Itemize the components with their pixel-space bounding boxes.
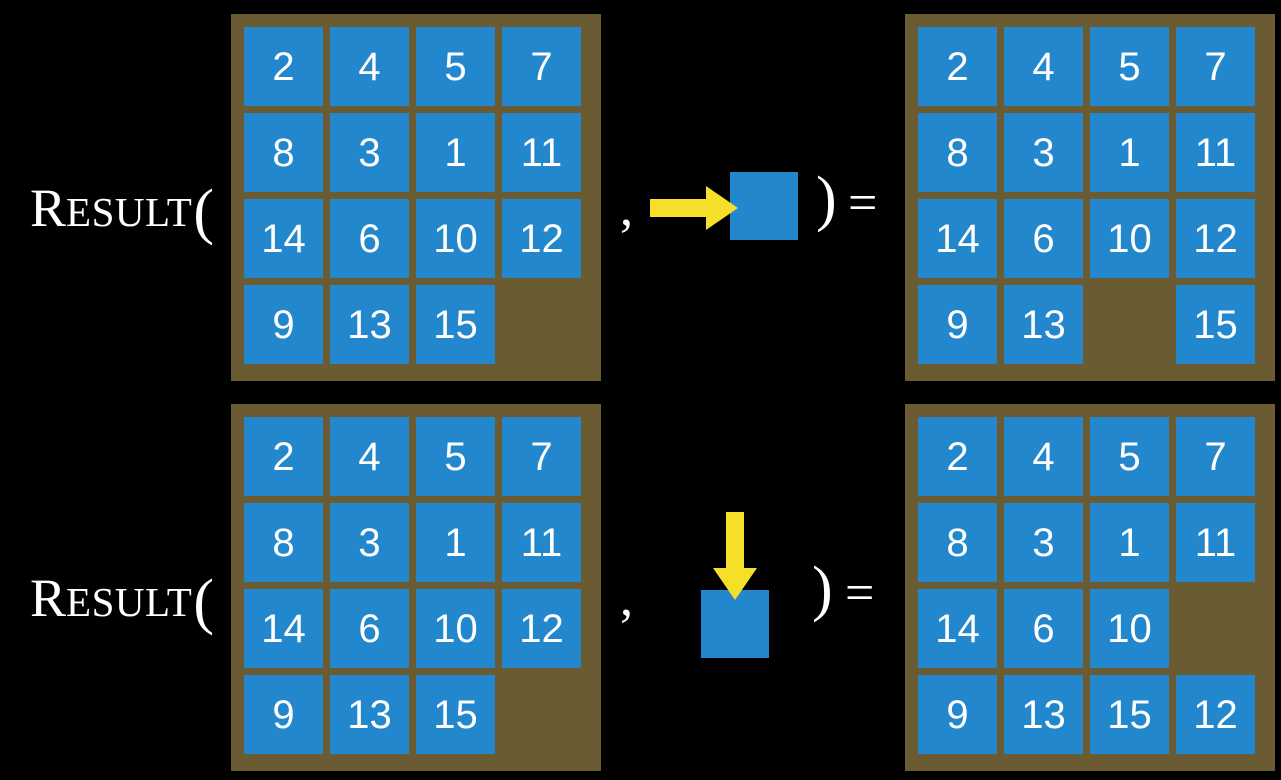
tile[interactable]: 10 <box>416 199 495 278</box>
output-board-top: 2 4 5 7 8 3 1 11 14 6 10 12 9 13 15 <box>905 14 1275 381</box>
arrow-right-icon <box>650 186 738 230</box>
tile[interactable]: 3 <box>330 113 409 192</box>
tile[interactable]: 7 <box>1176 27 1255 106</box>
tile[interactable]: 1 <box>416 503 495 582</box>
tile[interactable]: 11 <box>1176 113 1255 192</box>
tile[interactable]: 13 <box>1004 675 1083 754</box>
tile[interactable]: 11 <box>502 113 581 192</box>
tile[interactable]: 5 <box>416 27 495 106</box>
close-paren-row2: ) <box>812 555 833 623</box>
tile[interactable]: 6 <box>330 589 409 668</box>
result-label-row2-open-paren: ( <box>193 568 214 636</box>
tile[interactable]: 9 <box>244 675 323 754</box>
tile[interactable]: 8 <box>918 113 997 192</box>
tile[interactable]: 2 <box>244 27 323 106</box>
tile[interactable]: 1 <box>1090 113 1169 192</box>
blank-tile-icon <box>730 172 798 240</box>
tile[interactable]: 7 <box>502 417 581 496</box>
close-paren-row1: ) <box>816 165 837 233</box>
comma-separator-row2: , <box>620 570 633 627</box>
move-down-indicator <box>695 512 785 664</box>
tile[interactable]: 1 <box>1090 503 1169 582</box>
tile[interactable]: 1 <box>416 113 495 192</box>
tile-blank[interactable] <box>1176 589 1255 668</box>
tile[interactable]: 8 <box>244 503 323 582</box>
tile[interactable]: 7 <box>1176 417 1255 496</box>
tile[interactable]: 13 <box>330 285 409 364</box>
tile[interactable]: 6 <box>1004 589 1083 668</box>
input-board-bottom: 2 4 5 7 8 3 1 11 14 6 10 12 9 13 15 <box>231 404 601 771</box>
tile[interactable]: 8 <box>244 113 323 192</box>
tile[interactable]: 4 <box>1004 417 1083 496</box>
output-board-bottom-grid: 2 4 5 7 8 3 1 11 14 6 10 9 13 15 12 <box>918 417 1262 754</box>
result-label-row2: RESULT( <box>30 565 214 633</box>
comma-separator-row1: , <box>620 180 633 237</box>
tile[interactable]: 3 <box>330 503 409 582</box>
tile[interactable]: 3 <box>1004 503 1083 582</box>
tile[interactable]: 4 <box>330 27 409 106</box>
tile[interactable]: 14 <box>918 199 997 278</box>
result-label-row1-initial: R <box>30 178 67 238</box>
result-label-row1-rest: ESULT <box>66 189 193 235</box>
tile[interactable]: 15 <box>1090 675 1169 754</box>
tile[interactable]: 2 <box>918 27 997 106</box>
tile-blank[interactable] <box>1090 285 1169 364</box>
result-label-row2-rest: ESULT <box>66 579 193 625</box>
tile[interactable]: 5 <box>416 417 495 496</box>
input-board-top-grid: 2 4 5 7 8 3 1 11 14 6 10 12 9 13 15 <box>244 27 588 364</box>
tile[interactable]: 14 <box>918 589 997 668</box>
tile[interactable]: 9 <box>918 285 997 364</box>
tile-blank[interactable] <box>502 285 581 364</box>
tile[interactable]: 6 <box>330 199 409 278</box>
tile[interactable]: 13 <box>1004 285 1083 364</box>
arrow-down-icon <box>713 512 757 600</box>
tile[interactable]: 9 <box>244 285 323 364</box>
tile[interactable]: 9 <box>918 675 997 754</box>
tile[interactable]: 7 <box>502 27 581 106</box>
tile[interactable]: 12 <box>1176 199 1255 278</box>
tile[interactable]: 13 <box>330 675 409 754</box>
tile[interactable]: 15 <box>416 675 495 754</box>
result-label-row2-initial: R <box>30 568 67 628</box>
tile[interactable]: 3 <box>1004 113 1083 192</box>
tile[interactable]: 4 <box>1004 27 1083 106</box>
tile[interactable]: 4 <box>330 417 409 496</box>
tile[interactable]: 11 <box>1176 503 1255 582</box>
input-board-top: 2 4 5 7 8 3 1 11 14 6 10 12 9 13 15 <box>231 14 601 381</box>
output-board-bottom: 2 4 5 7 8 3 1 11 14 6 10 9 13 15 12 <box>905 404 1275 771</box>
tile[interactable]: 14 <box>244 589 323 668</box>
tile[interactable]: 11 <box>502 503 581 582</box>
result-label-row1-open-paren: ( <box>193 178 214 246</box>
tile[interactable]: 2 <box>244 417 323 496</box>
tile[interactable]: 5 <box>1090 417 1169 496</box>
tile[interactable]: 8 <box>918 503 997 582</box>
tile[interactable]: 10 <box>416 589 495 668</box>
tile-blank[interactable] <box>502 675 581 754</box>
move-right-indicator <box>650 168 802 246</box>
tile[interactable]: 5 <box>1090 27 1169 106</box>
tile[interactable]: 6 <box>1004 199 1083 278</box>
equals-sign-row1: = <box>848 175 878 232</box>
input-board-bottom-grid: 2 4 5 7 8 3 1 11 14 6 10 12 9 13 15 <box>244 417 588 754</box>
tile[interactable]: 15 <box>416 285 495 364</box>
tile[interactable]: 12 <box>502 199 581 278</box>
tile[interactable]: 14 <box>244 199 323 278</box>
tile[interactable]: 12 <box>502 589 581 668</box>
tile[interactable]: 10 <box>1090 589 1169 668</box>
output-board-top-grid: 2 4 5 7 8 3 1 11 14 6 10 12 9 13 15 <box>918 27 1262 364</box>
tile[interactable]: 12 <box>1176 675 1255 754</box>
result-label-row1: RESULT( <box>30 175 214 243</box>
tile[interactable]: 10 <box>1090 199 1169 278</box>
blank-tile-icon <box>701 590 769 658</box>
equals-sign-row2: = <box>845 565 875 622</box>
tile[interactable]: 15 <box>1176 285 1255 364</box>
tile[interactable]: 2 <box>918 417 997 496</box>
